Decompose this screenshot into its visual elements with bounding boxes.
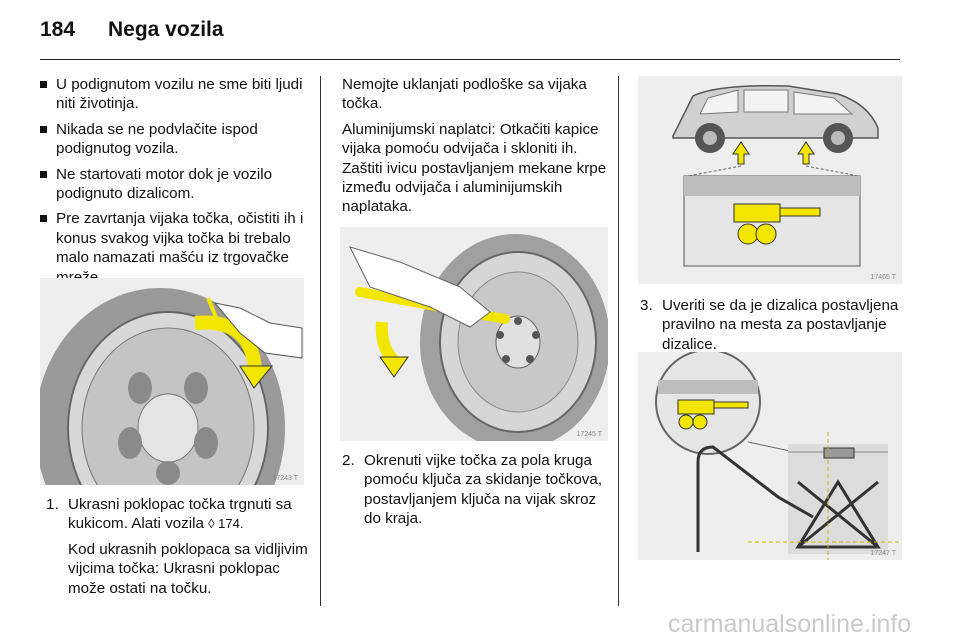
figure-id: 17465 T xyxy=(870,274,896,281)
figure-id: 17243 T xyxy=(272,475,298,482)
jack-placement-illustration: 17247 T xyxy=(638,352,902,560)
page-title: Nega vozila xyxy=(108,18,224,41)
step-note: Kod ukrasnih poklopaca sa vidljivim vijc… xyxy=(68,540,308,597)
step-3: 3. Uveriti se da je dizalica postavljena… xyxy=(640,296,902,354)
bullet-square-icon xyxy=(40,125,47,133)
bullet-item: Nikada se ne podvlačite ispod podignutog… xyxy=(40,120,306,159)
bullet-item: Pre zavrtanja vijaka točka, očistiti ih … xyxy=(40,209,306,287)
step-number: 1. xyxy=(46,496,59,513)
bullet-square-icon xyxy=(40,81,47,88)
bullet-item: Ne startovati motor dok je vozilo podign… xyxy=(40,165,306,204)
figure-id: 17247 T xyxy=(870,550,896,557)
bullet-item: U podignutom vozilu ne sme biti ljudi ni… xyxy=(40,75,306,114)
step-number: 2. xyxy=(342,452,355,469)
step-2: 2. Okrenuti vijke točka za pola kruga po… xyxy=(342,451,610,529)
step-text: Okrenuti vijke točka za pola kruga pomoć… xyxy=(364,452,603,528)
column-divider-2 xyxy=(618,76,619,606)
jacking-points-illustration: 17465 T xyxy=(638,76,902,284)
step-text: Ukrasni poklopac točka trgnuti sa kukico… xyxy=(68,496,292,533)
watermark-text: carmanualsonline.info xyxy=(668,610,912,638)
bullet-square-icon xyxy=(40,170,47,178)
step-1: 1. Ukrasni poklopac točka trgnuti sa kuk… xyxy=(46,495,308,598)
column-divider-1 xyxy=(320,76,321,606)
wheel-bolt-wrench-illustration: 17245 T xyxy=(340,227,608,441)
paragraph: Aluminijumski naplatci: Otkačiti kapice … xyxy=(342,120,607,216)
wheel-cover-illustration: 17243 T xyxy=(40,278,304,485)
step-number: 3. xyxy=(640,297,653,314)
paragraph: Nemojte uklanjati podloške sa vijaka toč… xyxy=(342,76,587,113)
bullet-square-icon xyxy=(40,215,47,223)
column-middle: Nemojte uklanjati podloške sa vijaka toč… xyxy=(342,75,610,217)
safety-bullet-list: U podignutom vozilu ne sme biti ljudi ni… xyxy=(40,75,306,287)
page-reference-link[interactable]: ◊ 174. xyxy=(208,516,244,532)
header-rule xyxy=(40,59,900,60)
figure-id: 17245 T xyxy=(576,431,602,438)
column-left: U podignutom vozilu ne sme biti ljudi ni… xyxy=(40,75,306,293)
page-header: 184 Nega vozila xyxy=(40,18,224,48)
page-number: 184 xyxy=(40,18,76,41)
step-text: Uveriti se da je dizalica postavljena pr… xyxy=(662,297,899,353)
